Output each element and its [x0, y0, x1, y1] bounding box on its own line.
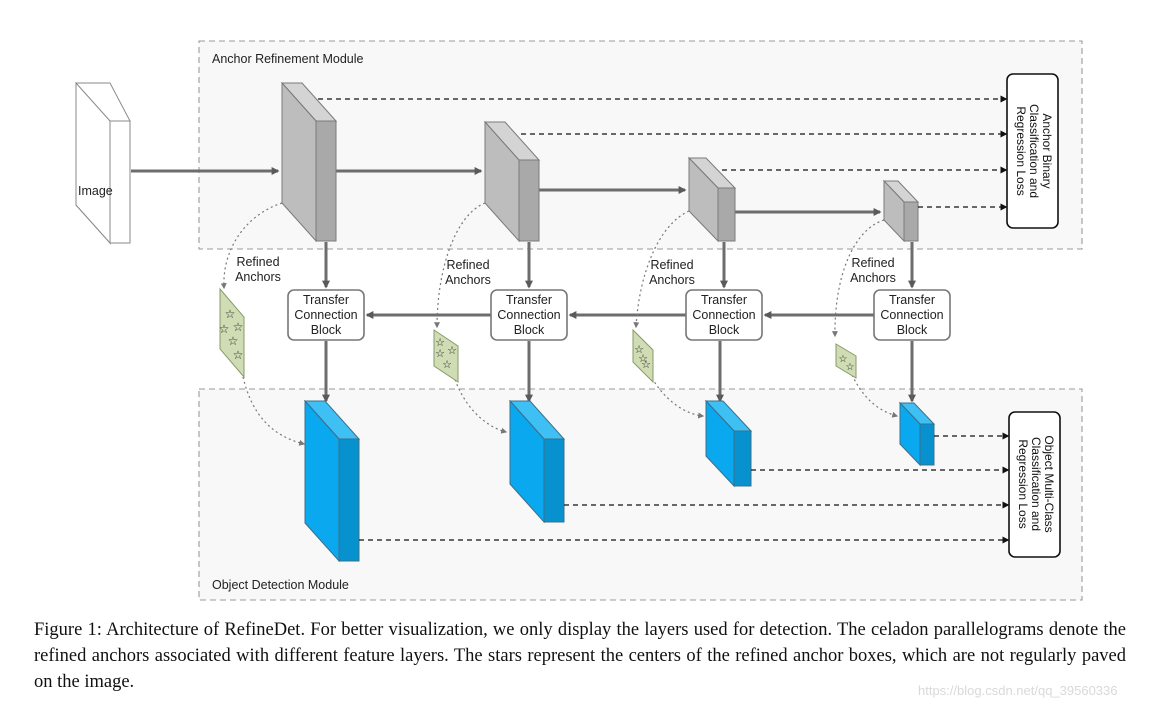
- arm-loss-box: Anchor Binary Classification and Regress…: [1006, 73, 1059, 229]
- refinedet-diagram: Anchor Refinement Module Object Detectio…: [75, 40, 1083, 601]
- tcb-1-line-1: Transfer: [303, 293, 349, 307]
- svg-text:☆: ☆: [447, 344, 457, 357]
- tcb-2: Transfer Connection Block: [490, 289, 568, 341]
- arm-layer-4: [882, 179, 920, 243]
- arm-layer-3: [687, 156, 737, 243]
- image-label: Image: [78, 184, 113, 198]
- arm-loss-line-2: Classification and: [1027, 104, 1041, 198]
- refined-anchor-dotted-arrows: [220, 202, 899, 446]
- odm-layer-2: [508, 399, 566, 524]
- refined-label-1a: Refined: [236, 255, 279, 269]
- tcb-2-line-3: Block: [514, 323, 545, 337]
- refined-label-3b: Anchors: [649, 273, 695, 287]
- arm-loss-line-3: Regression Loss: [1014, 106, 1028, 195]
- refined-label-2b: Anchors: [445, 273, 491, 287]
- tcb-2-line-1: Transfer: [506, 293, 552, 307]
- odm-loss-box: Object Multi-Class Classification and Re…: [1008, 411, 1061, 558]
- refined-label-4a: Refined: [851, 256, 894, 270]
- tcb-4-line-1: Transfer: [889, 293, 935, 307]
- svg-text:☆: ☆: [228, 334, 239, 348]
- svg-text:☆: ☆: [442, 358, 452, 371]
- arm-title: Anchor Refinement Module: [212, 52, 364, 66]
- svg-text:☆: ☆: [641, 358, 651, 371]
- arm-loss-line-1: Anchor Binary: [1040, 113, 1054, 188]
- input-image-block: Image: [75, 81, 131, 245]
- tcb-3: Transfer Connection Block: [685, 289, 763, 341]
- svg-text:☆: ☆: [225, 307, 236, 321]
- odm-loss-line-2: Classification and: [1029, 437, 1043, 531]
- arm-forward-arrows: [131, 167, 882, 216]
- tcb-1-line-2: Connection: [294, 308, 357, 322]
- tcb-4: Transfer Connection Block: [873, 289, 951, 341]
- tcb-4-line-2: Connection: [880, 308, 943, 322]
- tcb-1: Transfer Connection Block: [287, 289, 365, 341]
- odm-layer-3: [704, 399, 753, 488]
- refined-label-3a: Refined: [650, 258, 693, 272]
- svg-text:☆: ☆: [219, 322, 230, 336]
- arm-to-tcb-arrows: [322, 242, 916, 289]
- refined-anchors-labels: Refined Anchors Refined Anchors Refined …: [235, 255, 896, 287]
- tcb-3-line-2: Connection: [692, 308, 755, 322]
- anchor-refinement-module-frame: Anchor Refinement Module: [198, 40, 1083, 250]
- refined-anchor-parallelogram-2: ☆ ☆ ☆ ☆: [433, 329, 459, 383]
- svg-text:☆: ☆: [435, 336, 445, 349]
- odm-loss-arrows: [359, 432, 1010, 544]
- refined-label-4b: Anchors: [850, 271, 896, 285]
- tcb-3-line-3: Block: [709, 323, 740, 337]
- refined-anchor-parallelogram-3: ☆ ☆ ☆: [632, 328, 654, 384]
- refined-label-1b: Anchors: [235, 270, 281, 284]
- watermark: https://blog.csdn.net/qq_39560336: [918, 683, 1118, 698]
- figure-caption: Figure 1: Architecture of RefineDet. For…: [34, 620, 1126, 692]
- svg-text:☆: ☆: [233, 320, 244, 334]
- odm-loss-line-3: Regression Loss: [1016, 439, 1030, 528]
- svg-text:☆: ☆: [233, 348, 244, 362]
- tcb-1-line-3: Block: [311, 323, 342, 337]
- odm-title: Object Detection Module: [212, 578, 349, 592]
- refined-anchor-parallelogram-1: ☆ ☆ ☆ ☆ ☆: [219, 287, 245, 379]
- tcb-to-odm-arrows: [322, 341, 916, 403]
- tcb-4-line-3: Block: [897, 323, 928, 337]
- arm-loss-arrows: [318, 95, 1008, 211]
- odm-layer-1: [303, 399, 361, 563]
- refined-anchor-parallelogram-4: ☆ ☆: [835, 343, 857, 379]
- svg-text:☆: ☆: [638, 352, 648, 365]
- tcb-3-line-1: Transfer: [701, 293, 747, 307]
- odm-loss-line-1: Object Multi-Class: [1042, 435, 1056, 532]
- svg-text:☆: ☆: [839, 354, 848, 365]
- svg-text:☆: ☆: [846, 362, 855, 373]
- refined-label-2a: Refined: [446, 258, 489, 272]
- tcb-2-line-2: Connection: [497, 308, 560, 322]
- odm-layer-4: [898, 401, 936, 467]
- arm-layer-1: [280, 81, 338, 243]
- arm-layer-2: [483, 120, 541, 243]
- svg-text:☆: ☆: [435, 347, 445, 360]
- svg-text:☆: ☆: [634, 343, 644, 356]
